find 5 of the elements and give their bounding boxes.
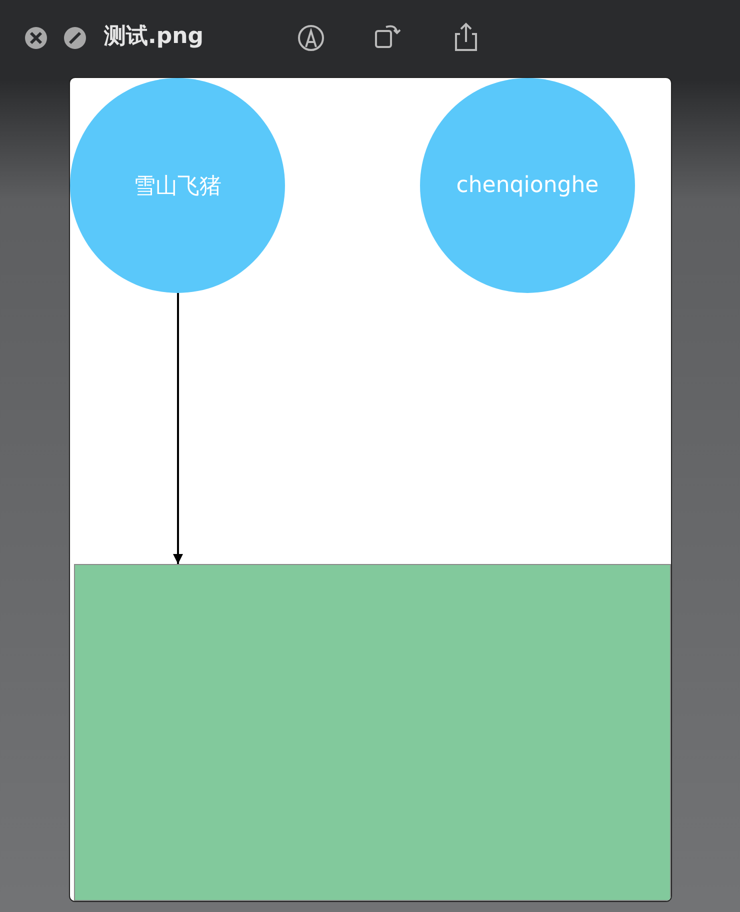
arrow xyxy=(173,293,183,564)
node-label: chenqionghe xyxy=(456,173,599,198)
window-title: 测试.png xyxy=(104,23,204,51)
node-label: 雪山飞猪 xyxy=(134,172,222,200)
rectangle-node xyxy=(74,564,671,901)
